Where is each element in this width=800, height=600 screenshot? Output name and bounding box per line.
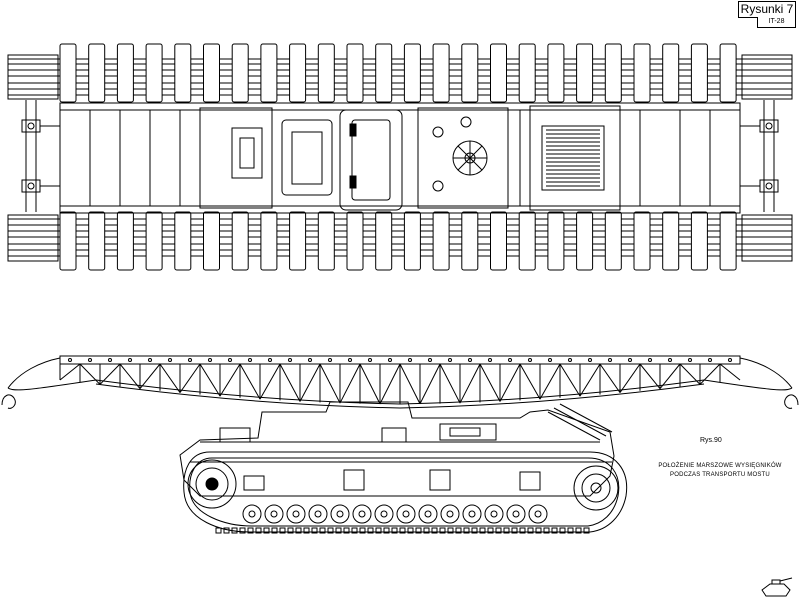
tank-hull [179,401,615,497]
top-view-lower-slats [59,211,737,271]
tank-track [183,451,628,534]
tank-silhouette-icon [761,577,793,597]
figure-caption: POŁOŻENIE MARSZOWE WYSIĘGNIKÓW PODCZAS T… [645,462,795,480]
top-view-hull [59,102,741,214]
side-view [1,355,799,534]
top-view [7,43,793,271]
bridge-truss [1,355,799,409]
top-view-lower-deck [7,211,793,271]
sheet-title: Rysunki 7 [738,1,796,18]
figure-number: Rys.90 [700,437,722,444]
caption-line-1: POŁOŻENIE MARSZOWE WYSIĘGNIKÓW [658,463,782,469]
caption-line-2: PODCZAS TRANSPORTU MOSTU [670,472,770,478]
top-view-upper-slats [59,43,737,103]
top-view-end-brackets [21,100,779,212]
sheet-subtitle: IT-28 [757,17,796,28]
top-view-upper-deck [7,43,793,103]
